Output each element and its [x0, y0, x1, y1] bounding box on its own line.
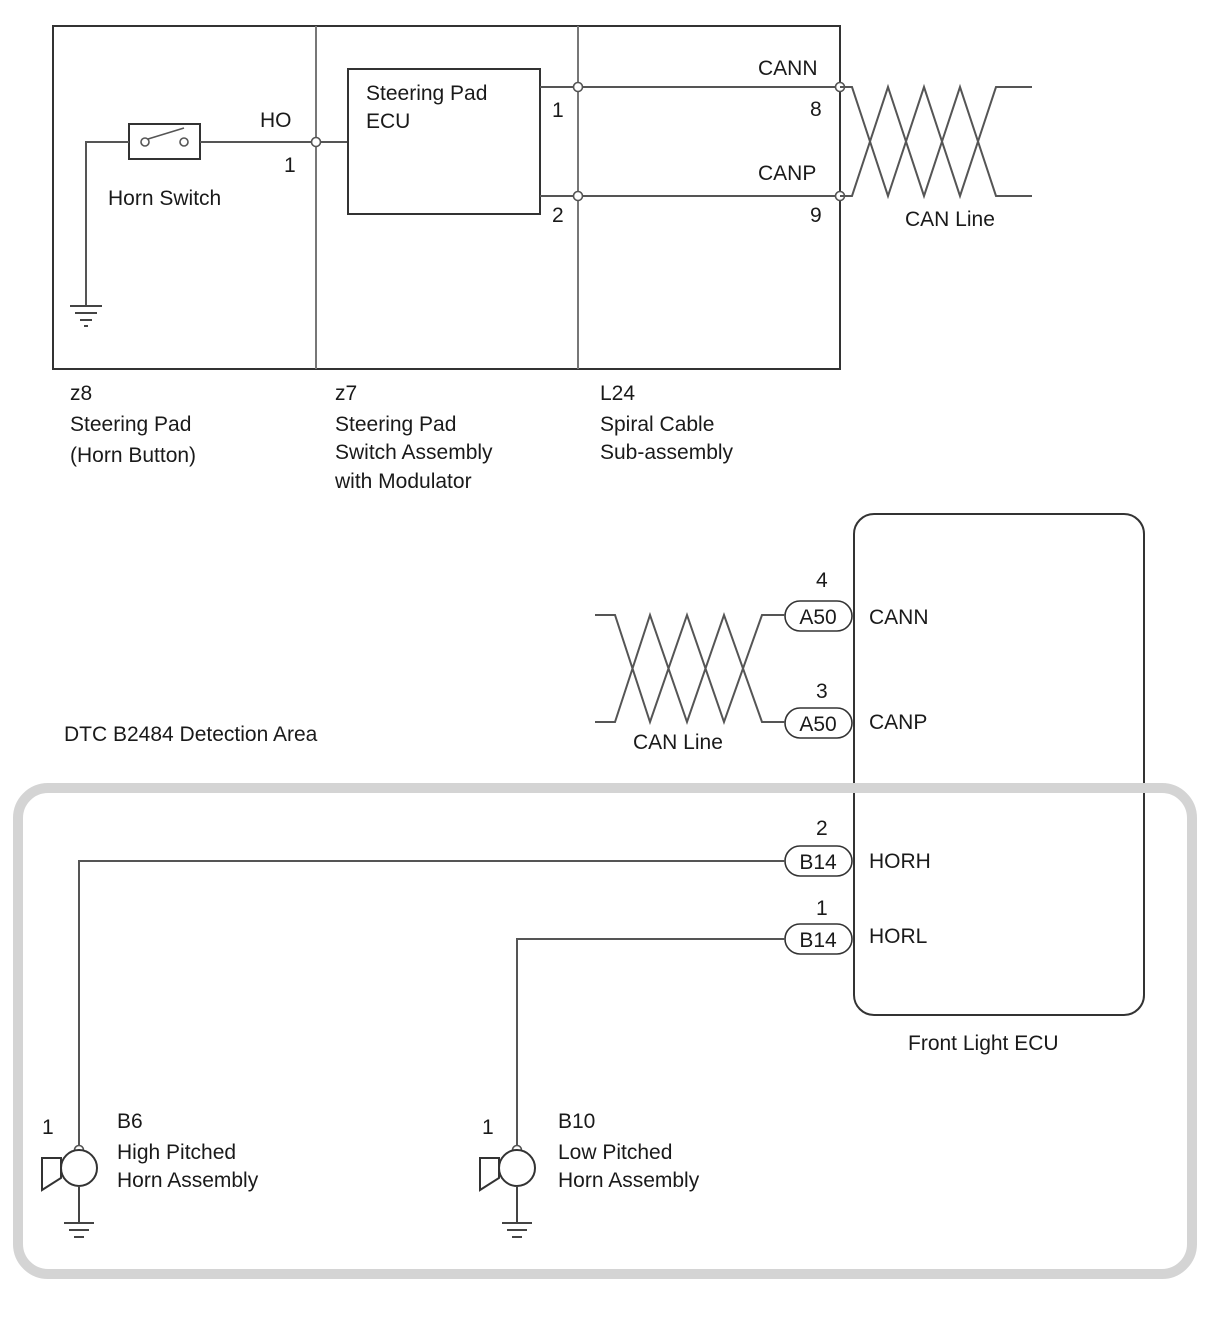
front-light-ecu-box: [853, 513, 1145, 1016]
ecu-pin-horh-num: 2: [816, 817, 828, 840]
ecu-pin-canp-num: 3: [816, 680, 828, 703]
canp-signal-label: CANP: [758, 162, 816, 185]
low-horn-line2: Horn Assembly: [558, 1169, 700, 1192]
l24-code: L24: [600, 382, 635, 405]
high-horn-pin: 1: [42, 1116, 54, 1139]
low-horn-code: B10: [558, 1110, 595, 1133]
can-line-top-label: CAN Line: [905, 208, 995, 231]
z7-line3: with Modulator: [334, 470, 472, 493]
ecu-pin1-label: 1: [552, 99, 564, 122]
cann-junction: [572, 81, 584, 93]
z8-line2: (Horn Button): [70, 444, 196, 467]
horl-wire: [516, 938, 785, 1150]
horn-switch-wire: [85, 141, 129, 305]
ho-signal-label: HO: [260, 109, 292, 132]
can-line-top: [840, 83, 1032, 200]
ecu-pin-cann-num: 4: [816, 569, 828, 592]
can-line-bottom: [595, 611, 785, 726]
high-horn-line1: High Pitched: [117, 1141, 236, 1164]
l24-line1: Spiral Cable: [600, 413, 714, 436]
steering-pad-ecu-box: [347, 68, 541, 215]
ecu-signal-horl: HORL: [869, 925, 927, 948]
steering-pad-ecu-label-line2: ECU: [366, 110, 410, 133]
steering-pad-ecu-label-line1: Steering Pad: [366, 82, 487, 105]
ho-junction: [310, 136, 322, 148]
z7-line1: Steering Pad: [335, 413, 456, 436]
can-line-bottom-label: CAN Line: [633, 731, 723, 754]
low-horn-line1: Low Pitched: [558, 1141, 672, 1164]
ecu-connector-a50-canp-label: A50: [799, 713, 836, 736]
ecu-signal-cann: CANN: [869, 606, 929, 629]
z7-code: z7: [335, 382, 357, 405]
z8-code: z8: [70, 382, 92, 405]
high-horn-line2: Horn Assembly: [117, 1169, 259, 1192]
high-horn-icon: [41, 1144, 98, 1238]
canp-pin-label: 9: [810, 204, 822, 227]
ecu-signal-horh: HORH: [869, 850, 931, 873]
low-horn-icon: [479, 1144, 536, 1238]
detection-area-label: DTC B2484 Detection Area: [64, 723, 318, 746]
front-light-ecu-label: Front Light ECU: [908, 1032, 1059, 1055]
horh-wire: [78, 860, 785, 1150]
z8-line1: Steering Pad: [70, 413, 191, 436]
high-horn-code: B6: [117, 1110, 143, 1133]
ecu-connector-b14-horl-label: B14: [799, 929, 837, 952]
ecu-connector-a50-cann-label: A50: [799, 606, 836, 629]
cann-pin-label: 8: [810, 98, 822, 121]
canp-junction: [572, 190, 584, 202]
detection-area-outline: [13, 783, 1197, 1279]
ecu-pin-horl-num: 1: [816, 897, 828, 920]
horn-switch-label: Horn Switch: [108, 187, 221, 210]
ho-pin-label: 1: [284, 154, 296, 177]
ecu-pin2-label: 2: [552, 204, 564, 227]
ground-icon: [70, 305, 102, 327]
l24-line2: Sub-assembly: [600, 441, 734, 464]
z7-line2: Switch Assembly: [335, 441, 493, 464]
low-horn-pin: 1: [482, 1116, 494, 1139]
horn-switch-icon: [128, 123, 201, 160]
ecu-connector-b14-horh-label: B14: [799, 851, 837, 874]
ecu-signal-canp: CANP: [869, 711, 927, 734]
cann-signal-label: CANN: [758, 57, 818, 80]
steering-assembly: Horn Switch HO 1 Steering Pad ECU 1 2 CA…: [52, 25, 846, 370]
